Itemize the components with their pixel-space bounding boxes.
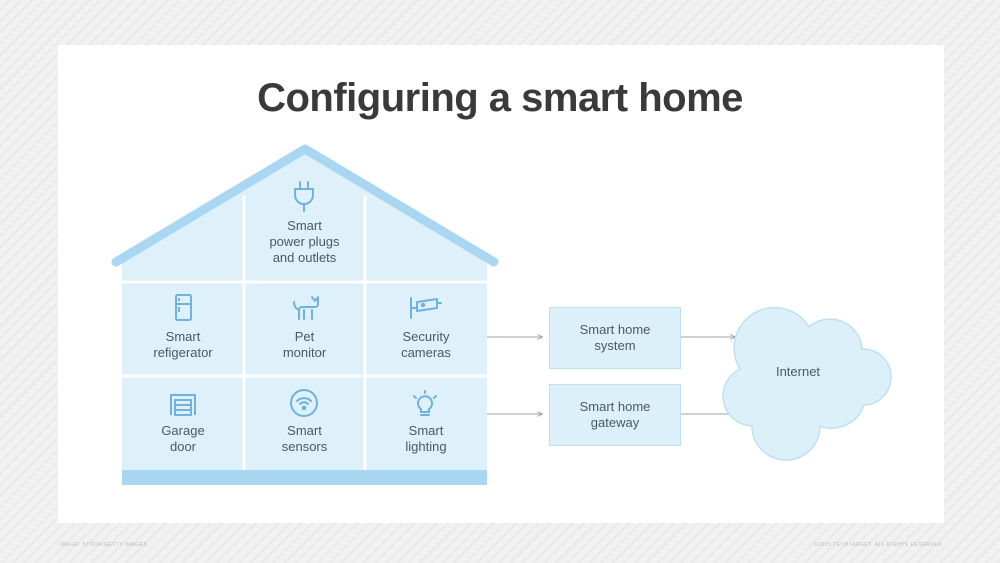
plug-icon bbox=[294, 181, 314, 212]
cell-label-line: and outlets bbox=[272, 250, 337, 265]
smart-home-system-box: Smart home system bbox=[549, 307, 681, 369]
cell-label-line: power plugs bbox=[269, 234, 340, 249]
house-roof bbox=[111, 144, 499, 267]
internet-cloud bbox=[722, 306, 892, 461]
garage-icon bbox=[170, 394, 196, 416]
box-label-line: system bbox=[594, 338, 636, 353]
box-label-line: gateway bbox=[590, 415, 640, 430]
smart-home-gateway-box: Smart home gateway bbox=[549, 384, 681, 446]
cell-label-line: sensors bbox=[281, 439, 328, 454]
wifi-sensor-icon bbox=[290, 389, 318, 417]
cell-label-line: Security bbox=[402, 329, 450, 344]
house-grid bbox=[122, 196, 487, 470]
cell-label-line: cameras bbox=[401, 345, 451, 360]
cell-pet-monitor: Pet monitor bbox=[244, 329, 365, 361]
cell-label-line: door bbox=[169, 439, 197, 454]
security-camera-icon bbox=[410, 297, 442, 319]
image-credit: IMAGE: STOCK/GETTY IMAGES bbox=[60, 542, 148, 548]
box-label-line: Smart home bbox=[579, 399, 651, 414]
cell-power-plugs: Smart power plugs and outlets bbox=[244, 218, 365, 266]
cell-label-line: Pet bbox=[294, 329, 315, 344]
cell-security-cameras: Security cameras bbox=[365, 329, 487, 361]
lightbulb-icon bbox=[413, 390, 437, 416]
cell-label-line: Garage bbox=[161, 423, 205, 438]
cell-label-line: monitor bbox=[282, 345, 327, 360]
cell-garage-door: Garage door bbox=[122, 423, 244, 455]
cell-smart-refrigerator: Smart refigerator bbox=[122, 329, 244, 361]
pet-icon bbox=[293, 296, 319, 320]
cell-label-line: lighting bbox=[405, 439, 447, 454]
cell-label-line: refigerator bbox=[153, 345, 213, 360]
cell-label-line: Smart bbox=[408, 423, 444, 438]
cell-smart-sensors: Smart sensors bbox=[244, 423, 365, 455]
cell-label-line: Smart bbox=[165, 329, 201, 344]
internet-label: Internet bbox=[775, 364, 821, 379]
copyright-notice: ©2023 TECHTARGET. ALL RIGHTS RESERVED bbox=[814, 542, 942, 548]
cell-label-line: Smart bbox=[287, 218, 322, 233]
connector-arrows bbox=[487, 337, 735, 414]
diagram-title: Configuring a smart home bbox=[257, 76, 743, 120]
house-base bbox=[122, 470, 487, 485]
cell-label-line: Smart bbox=[287, 423, 322, 438]
cell-smart-lighting: Smart lighting bbox=[365, 423, 487, 455]
box-label-line: Smart home bbox=[579, 322, 651, 337]
refrigerator-icon bbox=[175, 294, 192, 321]
